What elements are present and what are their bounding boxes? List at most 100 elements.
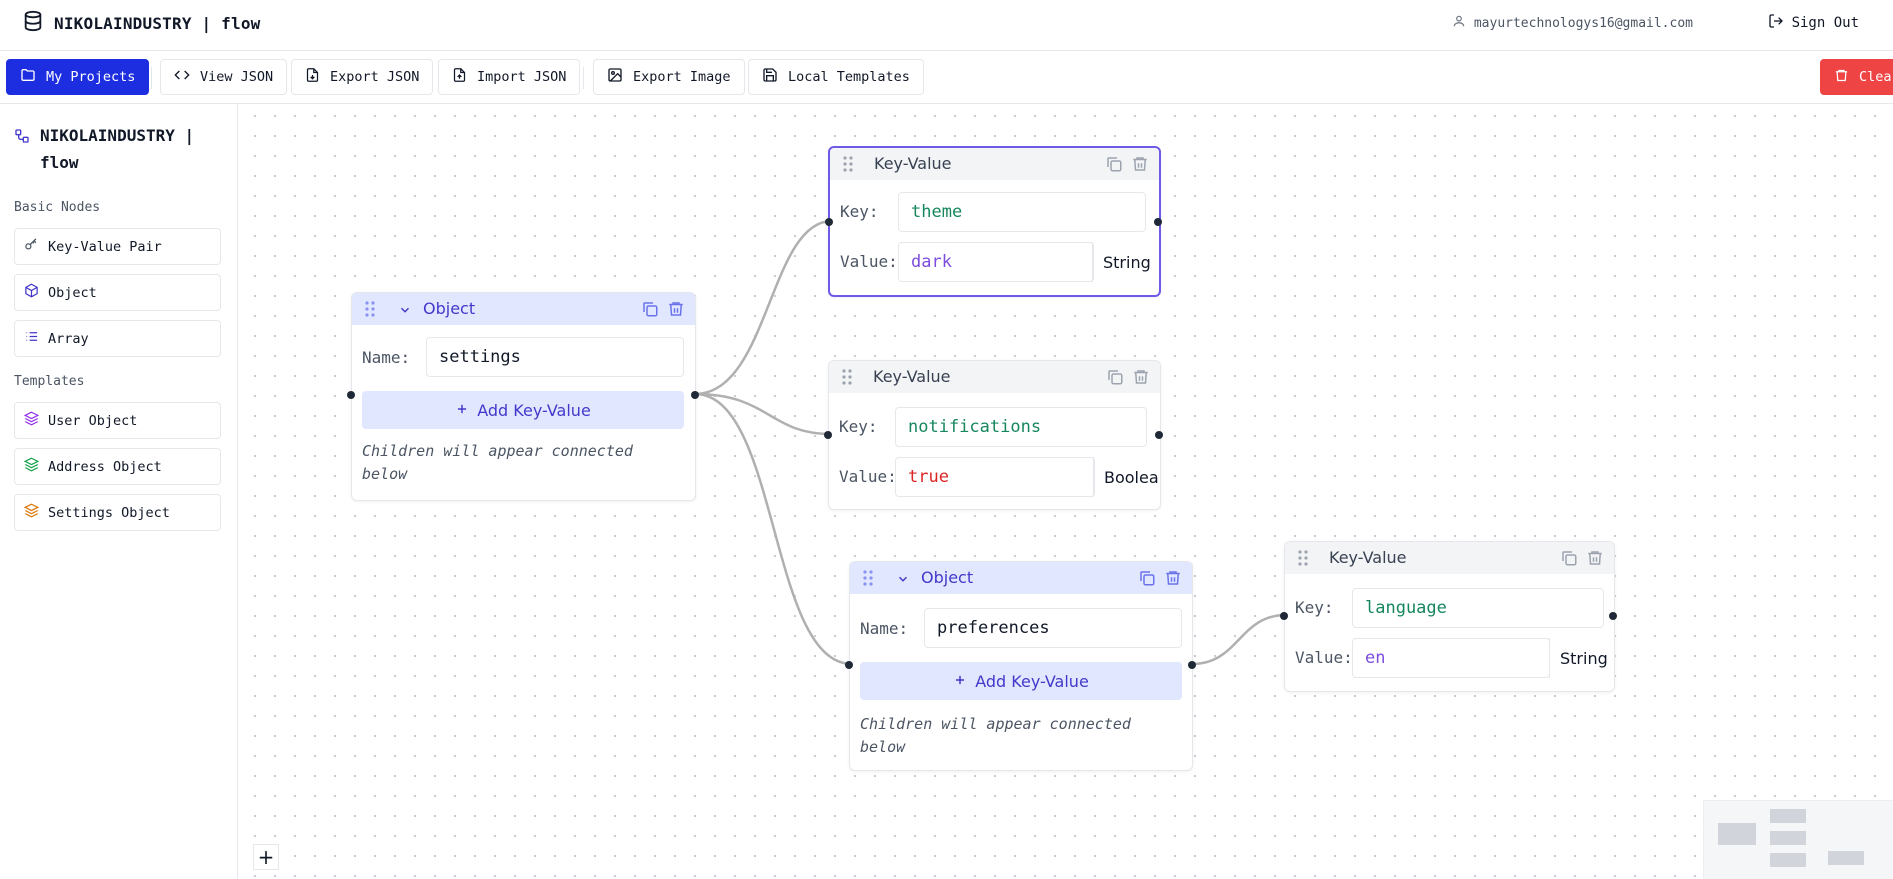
target-handle[interactable] [845,661,853,669]
drag-handle-icon[interactable] [862,570,874,590]
trash-icon[interactable] [667,300,685,322]
toolbar-divider [151,67,152,89]
layers-icon [23,457,40,476]
export-image-button[interactable]: Export Image [593,59,745,95]
plus-icon [455,401,469,420]
trash-icon[interactable] [1586,549,1604,571]
value-label: Value: [840,252,898,271]
cube-icon [24,283,39,302]
value-type-select[interactable]: Boolean [1093,457,1160,497]
target-handle[interactable] [824,431,832,439]
add-key-value-label: Add Key-Value [975,671,1089,691]
minimap-node [1770,853,1806,867]
edge-preferences-language [1191,613,1287,666]
sign-out-icon [1768,13,1784,33]
copy-icon[interactable] [641,300,659,322]
list-icon [24,329,39,348]
copy-icon[interactable] [1106,368,1124,390]
trash-icon[interactable] [1131,155,1149,177]
add-key-value-button[interactable]: Add Key-Value [362,391,684,429]
drag-handle-icon[interactable] [841,369,853,389]
copy-icon[interactable] [1138,569,1156,591]
sidebar-item-object[interactable]: Object [14,274,221,311]
source-handle[interactable] [1188,661,1196,669]
flow-canvas[interactable]: Object Name: settings Add Key-Value Chil… [239,104,1893,879]
file-export-icon [305,67,320,87]
drag-handle-icon[interactable] [842,156,854,176]
sidebar-brand: NIKOLAINDUSTRY | flow [14,122,210,176]
view-json-button[interactable]: View JSON [160,59,288,95]
source-handle[interactable] [1154,218,1162,226]
trash-icon[interactable] [1164,569,1182,591]
children-hint: Children will appear connected below [362,442,633,483]
key-input[interactable]: notifications [895,407,1147,447]
clear-label: Clear [1859,69,1893,85]
sign-out-button[interactable]: Sign Out [1764,11,1863,35]
trash-icon[interactable] [1132,368,1150,390]
toolbar: My Projects View JSON Export JSON Import… [0,51,1893,104]
user-email: mayurtechnologys16@gmail.com [1473,15,1693,31]
sidebar-item-label: User Object [48,412,138,429]
key-label: Key: [1295,598,1334,617]
key-value-node-theme[interactable]: Key-Value Key: theme Value: dark String [825,146,1162,297]
source-handle[interactable] [691,391,699,399]
value-input[interactable]: dark [898,242,1094,282]
file-import-icon [452,67,467,87]
target-handle[interactable] [347,391,355,399]
clear-button[interactable]: Clear [1820,59,1893,95]
key-value-node-notifications[interactable]: Key-Value Key: notifications Value: true… [824,360,1163,510]
zoom-in-button[interactable]: + [253,844,279,870]
node-type-label: Object [921,568,974,587]
value-type-select[interactable]: String [1092,242,1159,282]
value-type-select[interactable]: String [1549,638,1614,678]
node-header: Object [850,562,1192,594]
name-input[interactable]: preferences [924,608,1182,648]
chevron-down-icon[interactable] [398,302,412,321]
source-handle[interactable] [1155,431,1163,439]
name-label: Name: [362,348,411,367]
copy-icon[interactable] [1105,155,1123,177]
minimap[interactable] [1703,800,1893,879]
chevron-down-icon[interactable] [896,571,910,590]
trash-icon [1834,68,1849,87]
sidebar-item-settings-object[interactable]: Settings Object [14,494,221,531]
value-input[interactable]: en [1352,638,1550,678]
sidebar-item-user-object[interactable]: User Object [14,402,221,439]
copy-icon[interactable] [1560,549,1578,571]
value-input[interactable]: true [895,457,1095,497]
add-key-value-button[interactable]: Add Key-Value [860,662,1182,700]
node-type-label: Key-Value [874,154,952,173]
target-handle[interactable] [825,218,833,226]
object-node-preferences[interactable]: Object Name: preferences Add Key-Value C… [845,561,1196,771]
key-value-node-language[interactable]: Key-Value Key: language Value: en String [1280,541,1617,692]
object-node-settings[interactable]: Object Name: settings Add Key-Value Chil… [347,292,699,501]
sidebar-item-array[interactable]: Array [14,320,221,357]
sidebar-item-key-value-pair[interactable]: Key-Value Pair [14,228,221,265]
sidebar-item-label: Object [48,284,97,301]
sidebar-item-label: Address Object [48,458,162,475]
name-input[interactable]: settings [426,337,684,377]
import-json-button[interactable]: Import JSON [438,59,581,95]
children-hint: Children will appear connected below [860,715,1131,756]
folder-icon [20,67,36,87]
my-projects-button[interactable]: My Projects [6,59,150,95]
key-icon [24,237,39,256]
app-header: NIKOLAINDUSTRY | flow mayurtechnologys16… [0,0,1893,51]
image-icon [607,67,623,87]
local-templates-button[interactable]: Local Templates [748,59,924,95]
source-handle[interactable] [1609,612,1617,620]
drag-handle-icon[interactable] [364,301,376,321]
edge-settings-notifications [694,392,832,436]
drag-handle-icon[interactable] [1297,550,1309,570]
my-projects-label: My Projects [46,69,136,85]
key-input[interactable]: theme [898,192,1146,232]
key-input[interactable]: language [1352,588,1604,628]
export-json-button[interactable]: Export JSON [291,59,434,95]
save-icon [762,67,778,87]
sidebar-item-address-object[interactable]: Address Object [14,448,221,485]
brand: NIKOLAINDUSTRY | flow [22,10,261,36]
toolbar-divider [583,67,584,89]
code-icon [174,67,190,87]
minimap-node [1770,809,1806,823]
target-handle[interactable] [1280,612,1288,620]
